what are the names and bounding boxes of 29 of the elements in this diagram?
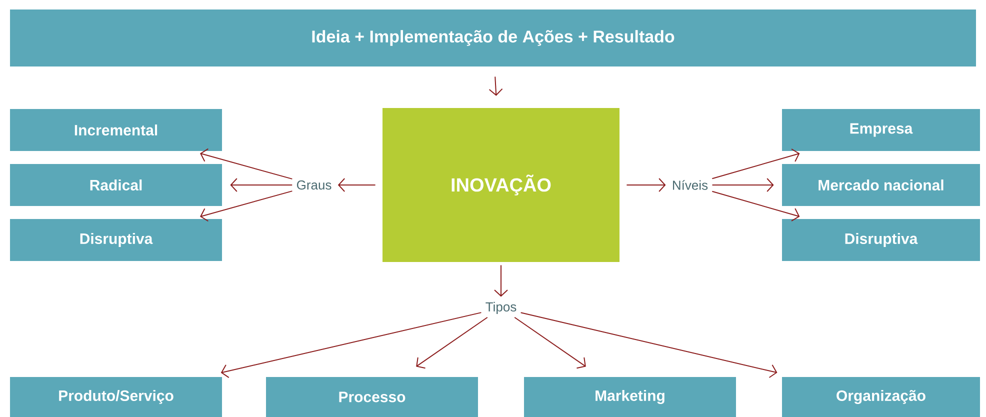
category-box: Incremental (10, 109, 222, 151)
arrow (416, 316, 488, 369)
branch-label: Graus (296, 180, 332, 190)
arrow (712, 178, 774, 192)
arrow (230, 178, 293, 192)
category-box: Radical (10, 164, 222, 206)
arrow (220, 312, 482, 378)
arrow (712, 148, 800, 180)
central-box: INOVAÇÃO (382, 108, 620, 262)
arrow (626, 178, 666, 192)
arrow (712, 190, 800, 222)
category-box: Marketing (524, 377, 736, 417)
branch-label: Níveis (673, 180, 708, 190)
category-box: Mercado nacional (782, 164, 980, 206)
arrow (494, 264, 508, 297)
title-bar: Ideia + Implementação de Ações + Resultado (10, 10, 976, 66)
category-box: Disruptiva (782, 219, 980, 261)
arrow (200, 148, 293, 180)
arrow (514, 316, 586, 369)
category-box: Empresa (782, 109, 980, 151)
branch-label: Tipos (486, 302, 516, 314)
arrow (520, 312, 778, 378)
category-box: Organização (782, 377, 980, 417)
arrow (200, 190, 293, 222)
arrow (488, 76, 503, 96)
category-box: Processo (266, 377, 478, 417)
arrow (338, 178, 376, 192)
category-box: Disruptiva (10, 219, 222, 261)
category-box: Produto/Serviço (10, 377, 222, 417)
